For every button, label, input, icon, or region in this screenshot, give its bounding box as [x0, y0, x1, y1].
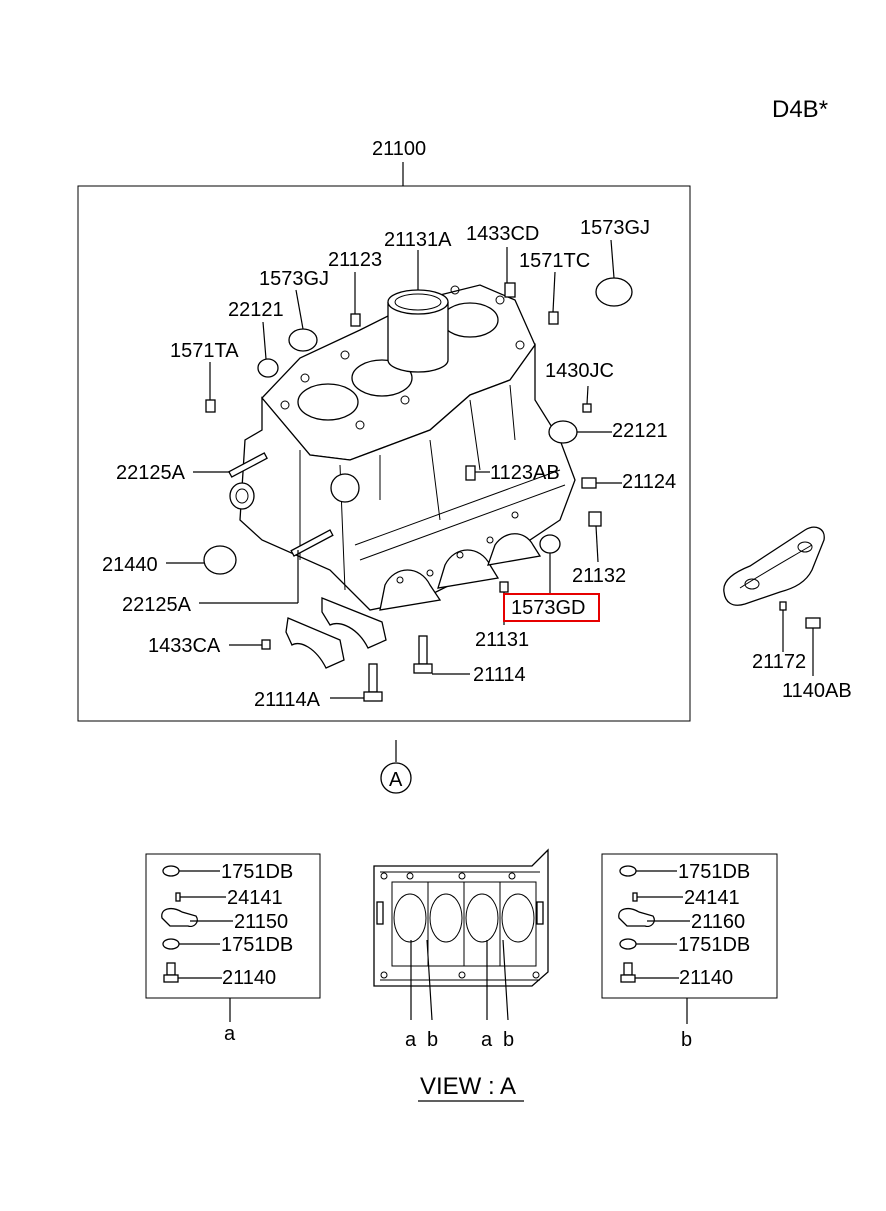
bearing-cap-upper: [321, 597, 387, 649]
callout-label: 1433CD: [466, 223, 539, 245]
callout-label: 22125A: [122, 594, 192, 616]
pin-1430jc: [582, 403, 592, 413]
side-part-label: 1140AB: [782, 680, 852, 702]
plug-1571tc: [548, 311, 559, 325]
view-a-letter: b: [503, 1029, 514, 1051]
detail-b-item: 24141: [684, 887, 740, 909]
bolt-1140ab-head: [805, 617, 821, 629]
side-cover-plate: [723, 526, 825, 606]
callout-label: 1571TC: [519, 250, 590, 272]
callout-label: 1573GJ: [259, 268, 329, 290]
view-a-title: VIEW : A: [420, 1073, 516, 1100]
plug-22121-left: [257, 358, 279, 378]
bolt-1123ab: [465, 465, 476, 481]
bolt-21114-head: [413, 663, 433, 674]
plug-1573gj-right: [595, 277, 633, 307]
detail-box-a: [145, 853, 321, 999]
view-a-letter: a: [405, 1029, 417, 1051]
detail-a-parts: [161, 865, 233, 983]
callout-label: 1123AB: [490, 462, 560, 484]
dowel-21172: [779, 601, 787, 611]
pin-21124: [581, 477, 597, 489]
pin-22125a-lower: [290, 529, 334, 557]
callout-label: 21114: [473, 664, 526, 686]
callout-label: 21124: [622, 471, 676, 493]
callout-label: 22125A: [116, 462, 186, 484]
callout-label: 21123: [328, 249, 382, 271]
bearing-cap-lower: [285, 617, 345, 669]
bushing-21132: [588, 511, 602, 527]
callout-label: 21131: [475, 629, 529, 651]
engine-code: D4B*: [772, 96, 828, 123]
callout-label: 1573GJ: [580, 217, 650, 239]
highlight-box: [503, 593, 600, 622]
detail-b-item: 1751DB: [678, 934, 750, 956]
assembly-frame: [77, 185, 691, 722]
callout-label: 22121: [612, 420, 668, 442]
callout-leaders: [166, 239, 622, 699]
callout-label: 21440: [102, 554, 158, 576]
seal-21440: [203, 545, 237, 575]
view-marker-circle: [380, 762, 412, 794]
bolt-1571ta: [205, 399, 216, 413]
dowel-1433ca: [261, 639, 271, 650]
detail-a-item: 1751DB: [221, 861, 293, 883]
dowel-1433cd: [504, 282, 516, 298]
view-marker-label: A: [389, 769, 403, 791]
view-a-leaders: [410, 939, 509, 1021]
detail-b-item: 1751DB: [678, 861, 750, 883]
assembly-label: 21100: [372, 138, 426, 160]
view-a-illustration: [373, 848, 549, 987]
callout-label: 1571TA: [170, 340, 239, 362]
view-a-letter: a: [481, 1029, 493, 1051]
detail-a-item: 1751DB: [221, 934, 293, 956]
detail-a-item: 21140: [222, 967, 276, 989]
callout-label: 1430JC: [545, 360, 614, 382]
callout-label: 22121: [228, 299, 284, 321]
detail-a-item: 21150: [234, 911, 288, 933]
callout-label: 21114A: [254, 689, 321, 711]
plug-22121-right: [548, 420, 578, 444]
plug-1573gj-left: [288, 328, 318, 352]
detail-box-b: [601, 853, 778, 999]
cylinder-block-illustration: [239, 284, 576, 611]
detail-b-caption: b: [681, 1029, 692, 1051]
plug-21131: [499, 581, 509, 593]
rear-seal: [229, 482, 255, 510]
detail-b-item: 21160: [691, 911, 745, 933]
callout-label: 21131A: [384, 229, 452, 251]
detail-b-item: 21140: [679, 967, 733, 989]
detail-a-item: 24141: [227, 887, 283, 909]
callout-label: 1433CA: [148, 635, 221, 657]
callout-labels: 21131A 1433CD 1573GJ 21123 1571TC 1573GJ…: [102, 217, 676, 711]
bolt-21114a-shaft: [368, 663, 378, 693]
side-part-label: 21172: [752, 651, 806, 673]
bolt-21123: [350, 313, 361, 327]
callout-label: 21132: [572, 565, 626, 587]
callout-label-highlighted: 1573GD: [511, 597, 586, 619]
bolt-21114-shaft: [418, 635, 428, 665]
detail-b-parts: [618, 865, 690, 983]
bolt-21114a-head: [363, 691, 383, 702]
pin-22125a-upper: [228, 452, 268, 478]
view-a-letter: b: [427, 1029, 438, 1051]
plug-1573gd: [539, 534, 561, 554]
detail-a-caption: a: [224, 1023, 236, 1045]
